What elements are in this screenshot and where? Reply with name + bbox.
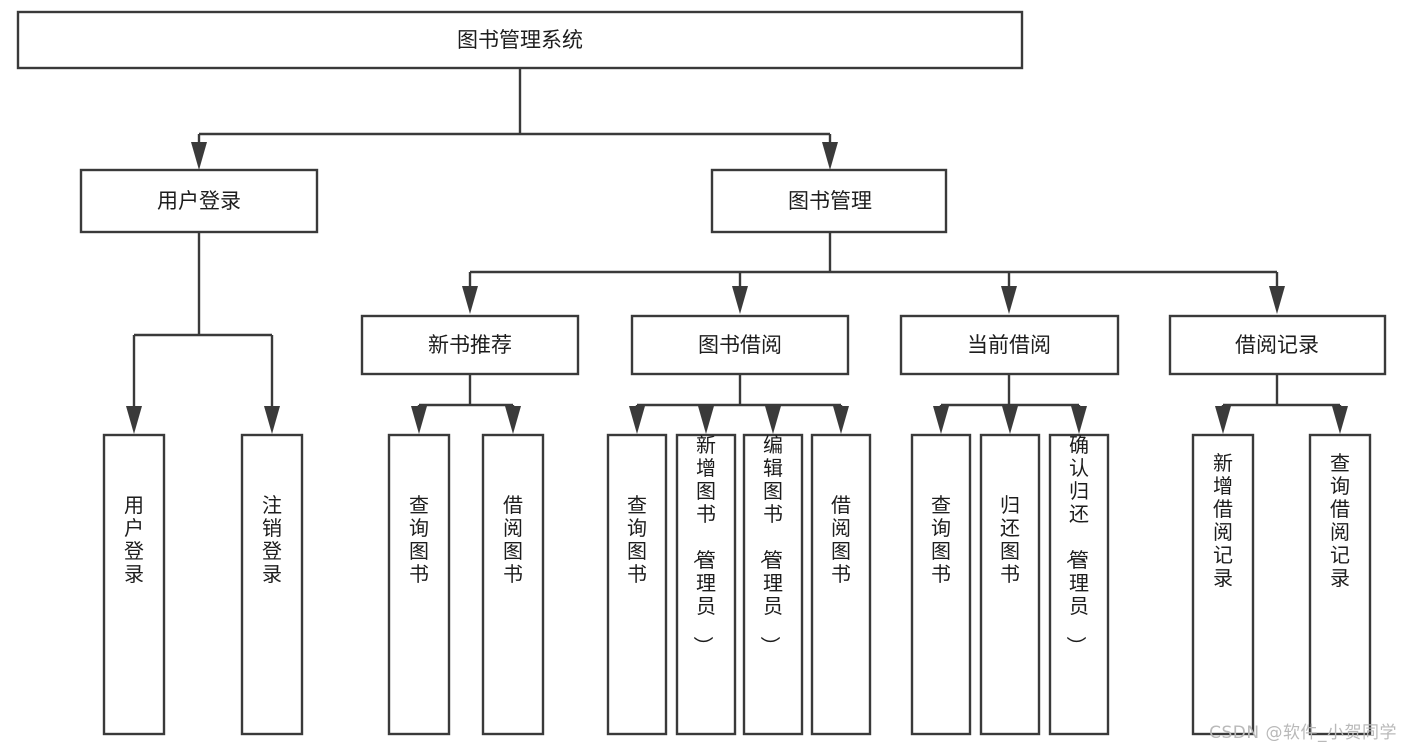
arrow-to-new-book-recommend [462,286,478,314]
arrow-to-book-borrow [732,286,748,314]
leaf-label: 用户登录 [124,493,144,586]
root-label: 图书管理系统 [457,28,583,52]
leaf-current-borrow-2[interactable]: 确认归还（管理员） [1048,433,1110,736]
arrow-user-login-child1 [126,406,142,434]
arrow-nbr-child1 [411,406,427,434]
leaf-label: 借阅图书 [503,493,523,586]
leaf-label: 归还图书 [1000,493,1020,586]
arrow-bb-child3 [765,406,781,434]
leaf-box[interactable] [1308,433,1372,736]
arrow-br-child1 [1215,406,1231,434]
node-root[interactable]: 图书管理系统 [16,10,1024,70]
connector-group-book-manage [462,232,1285,314]
leaf-book-borrow-1[interactable]: 新增图书（管理员） [675,433,737,736]
arrow-bb-child1 [629,406,645,434]
connector-group-book-borrow [629,374,849,434]
connector-group-user-login [126,232,280,434]
connector-group-new-book-recommend [411,374,521,434]
arrow-br-child2 [1332,406,1348,434]
leaf-current-borrow-0[interactable]: 查询图书 [910,433,972,736]
level2-box-0[interactable] [79,168,319,234]
leaf-current-borrow-1[interactable]: 归还图书 [979,433,1041,736]
node-new-book-recommend[interactable]: 新书推荐 [360,314,580,376]
leaf-borrow-record-1[interactable]: 查询借阅记录 [1308,433,1372,736]
leaf-box[interactable] [742,433,804,736]
leaf-label: 新增图书（管理员） [691,433,716,656]
leaf-box[interactable] [675,433,737,736]
leaf-box[interactable] [1191,433,1255,736]
arrow-nbr-child2 [505,406,521,434]
level3-label-3: 借阅记录 [1235,333,1319,357]
arrow-to-user-login [191,142,207,170]
leaf-borrow-record-0[interactable]: 新增借阅记录 [1191,433,1255,736]
arrow-cb-child3 [1071,406,1087,434]
leaf-new-book-recommend-1[interactable]: 借阅图书 [481,433,545,736]
level3-label-2: 当前借阅 [967,333,1051,357]
arrow-to-current-borrow [1001,286,1017,314]
leaf-user-login-1[interactable]: 注销登录 [240,433,304,736]
level3-box-1[interactable] [630,314,850,376]
leaf-box[interactable] [810,433,872,736]
arrow-cb-child1 [933,406,949,434]
node-book-manage[interactable]: 图书管理 [710,168,948,234]
arrow-to-borrow-record [1269,286,1285,314]
arrow-bb-child4 [833,406,849,434]
leaf-book-borrow-3[interactable]: 借阅图书 [810,433,872,736]
root-box[interactable] [16,10,1024,70]
level2-label-1: 图书管理 [788,189,872,213]
watermark-label: CSDN @软件_小贺同学 [1209,723,1397,743]
leaf-label: 新增借阅记录 [1213,451,1233,590]
leaf-box[interactable] [606,433,668,736]
level3-box-2[interactable] [899,314,1120,376]
leaf-box[interactable] [102,433,166,736]
leaf-book-borrow-2[interactable]: 编辑图书（管理员） [742,433,804,736]
leaf-label: 查询图书 [409,493,429,586]
leaf-label: 注销登录 [262,493,282,586]
arrow-to-book-manage [822,142,838,170]
leaf-box[interactable] [387,433,451,736]
node-user-login[interactable]: 用户登录 [79,168,319,234]
leaf-label: 查询图书 [931,493,951,586]
level3-box-3[interactable] [1168,314,1387,376]
leaf-new-book-recommend-0[interactable]: 查询图书 [387,433,451,736]
level2-box-1[interactable] [710,168,948,234]
connector-group-borrow-record [1215,374,1348,434]
connector-group-current-borrow [933,374,1087,434]
arrow-cb-child2 [1002,406,1018,434]
arrow-bb-child2 [698,406,714,434]
leaf-label: 确认归还（管理员） [1064,433,1089,656]
leaf-label: 借阅图书 [831,493,851,586]
level2-label-0: 用户登录 [157,189,241,213]
leaf-box[interactable] [1048,433,1110,736]
leaf-box[interactable] [481,433,545,736]
level3-label-0: 新书推荐 [428,333,512,357]
leaf-box[interactable] [910,433,972,736]
level3-label-1: 图书借阅 [698,333,782,357]
leaf-user-login-0[interactable]: 用户登录 [102,433,166,736]
leaf-label: 查询图书 [627,493,647,586]
leaf-box[interactable] [979,433,1041,736]
leaf-book-borrow-0[interactable]: 查询图书 [606,433,668,736]
node-borrow-record[interactable]: 借阅记录 [1168,314,1387,376]
leaf-label: 编辑图书（管理员） [758,433,783,656]
node-book-borrow[interactable]: 图书借阅 [630,314,850,376]
leaf-label: 查询借阅记录 [1330,451,1350,590]
level3-box-0[interactable] [360,314,580,376]
connector-group-root [191,68,838,170]
node-current-borrow[interactable]: 当前借阅 [899,314,1120,376]
arrow-user-login-child2 [264,406,280,434]
leaf-box[interactable] [240,433,304,736]
